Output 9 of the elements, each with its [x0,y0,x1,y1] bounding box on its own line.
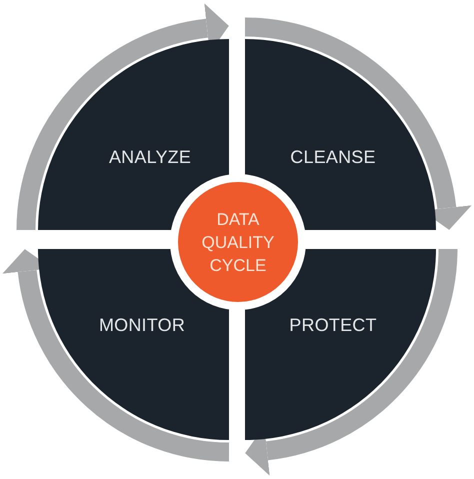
center-label: DATA QUALITY CYCLE [200,208,276,276]
cycle-arrow [245,248,458,476]
cycle-arrow [244,18,472,230]
stage-label: CLEANSE [290,146,376,168]
stage-label: ANALYZE [108,146,192,168]
stage-label: MONITOR [98,314,186,336]
cycle-arrow [2,249,230,462]
cycle-arrow [16,4,229,231]
stage-label: PROTECT [289,314,377,336]
